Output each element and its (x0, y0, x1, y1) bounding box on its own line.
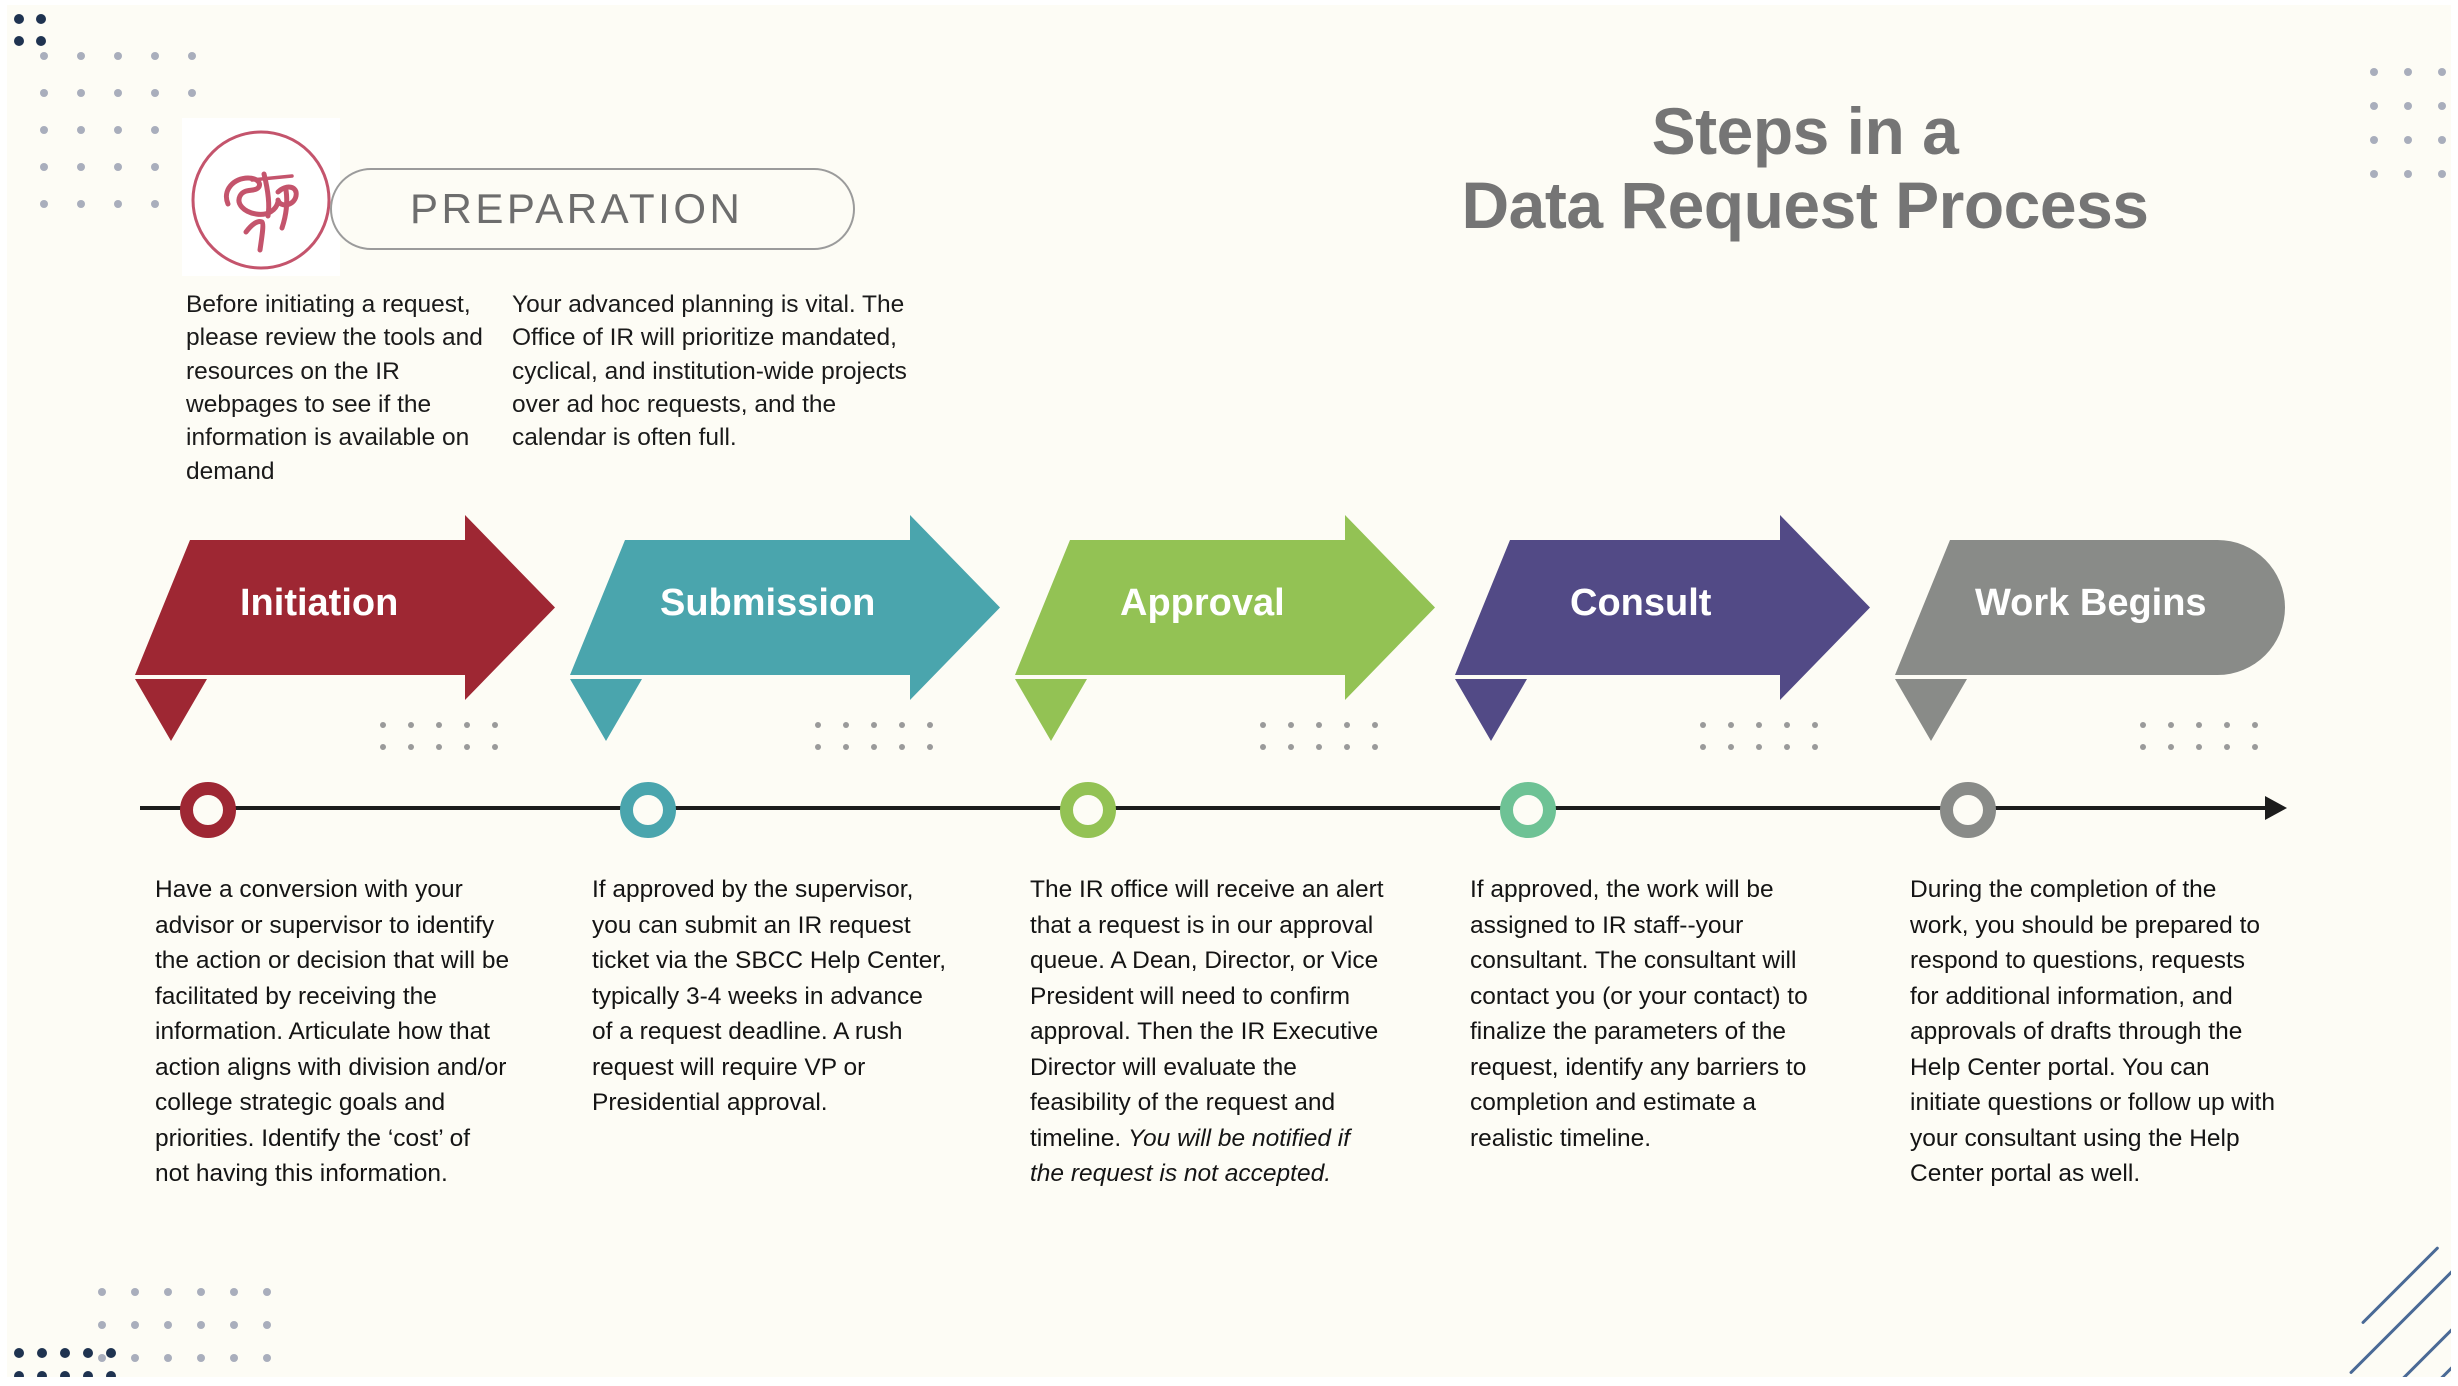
preparation-text-1: Before initiating a request, please revi… (186, 291, 483, 485)
arrow-label-initiation: Initiation (240, 581, 399, 624)
title-line-1: Steps in a (1651, 94, 1959, 168)
preparation-text-2: Your advanced planning is vital. The Off… (512, 291, 907, 452)
decorative-diagonal-stripes (2250, 1230, 2458, 1386)
step-description-work-begins: During the completion of the work, you s… (1910, 876, 2275, 1188)
arrow-body (1455, 515, 1870, 700)
arrow-body (1015, 515, 1435, 700)
step-badge (182, 118, 340, 276)
arrow-label-work-begins: Work Begins (1975, 581, 2207, 624)
step-description-initiation: Have a conversion with your advisor or s… (155, 876, 510, 1188)
page-edge-left (0, 0, 7, 1386)
process-arrow-approval (1015, 515, 1445, 772)
arrow-body (135, 515, 555, 700)
title-line-2: Data Request Process (1461, 167, 2149, 242)
process-arrow-work-begins (1895, 515, 2295, 772)
step-description-submission: If approved by the supervisor, you can s… (592, 876, 947, 1117)
timeline-arrowhead-icon (2265, 796, 2287, 820)
arrow-pointer-tab (570, 679, 642, 741)
arrow-label-consult: Consult (1570, 581, 1712, 624)
phase-pill: PREPARATION (330, 168, 855, 250)
decorative-dots-cluster (380, 722, 520, 766)
process-arrow-initiation (135, 515, 565, 772)
step-description-consult: If approved, the work will be assigned t… (1470, 876, 1808, 1152)
timeline-axis (140, 806, 2279, 810)
arrow-label-submission: Submission (660, 581, 876, 624)
decorative-dots-cluster (2140, 722, 2280, 766)
step-description-approval: The IR office will receive an alert that… (1030, 876, 1384, 1188)
phase-label: PREPARATION (410, 185, 744, 232)
arrow-pointer-tab (1895, 679, 1967, 741)
decorative-dots-cluster (1260, 722, 1400, 766)
timeline-node-approval (1060, 782, 1116, 838)
decorative-dots-bottom-left-light (98, 1288, 296, 1386)
timeline-node-submission (620, 782, 676, 838)
arrow-body (1895, 540, 2285, 675)
timeline-node-work-begins (1940, 782, 1996, 838)
decorative-dots-top-left-navy (14, 14, 58, 58)
arrow-label-approval: Approval (1120, 581, 1285, 624)
page-edge-right (2451, 0, 2458, 1386)
process-arrow-submission (570, 515, 1010, 772)
page-edge-top (0, 0, 2458, 5)
page-title: Steps in a Data Request Process (1300, 94, 2310, 243)
process-arrow-consult (1455, 515, 1880, 772)
arrow-body (570, 515, 1000, 700)
arrow-pointer-tab (1455, 679, 1527, 741)
page-edge-bottom (0, 1377, 2458, 1386)
decorative-dots-cluster (1700, 722, 1840, 766)
timeline-node-initiation (180, 782, 236, 838)
arrow-pointer-tab (1015, 679, 1087, 741)
timeline-node-consult (1500, 782, 1556, 838)
decorative-dots-cluster (815, 722, 955, 766)
decorative-dots-top-right (2370, 68, 2458, 204)
decorative-dots-bottom-left-navy (14, 1348, 129, 1386)
arrow-pointer-tab (135, 679, 207, 741)
